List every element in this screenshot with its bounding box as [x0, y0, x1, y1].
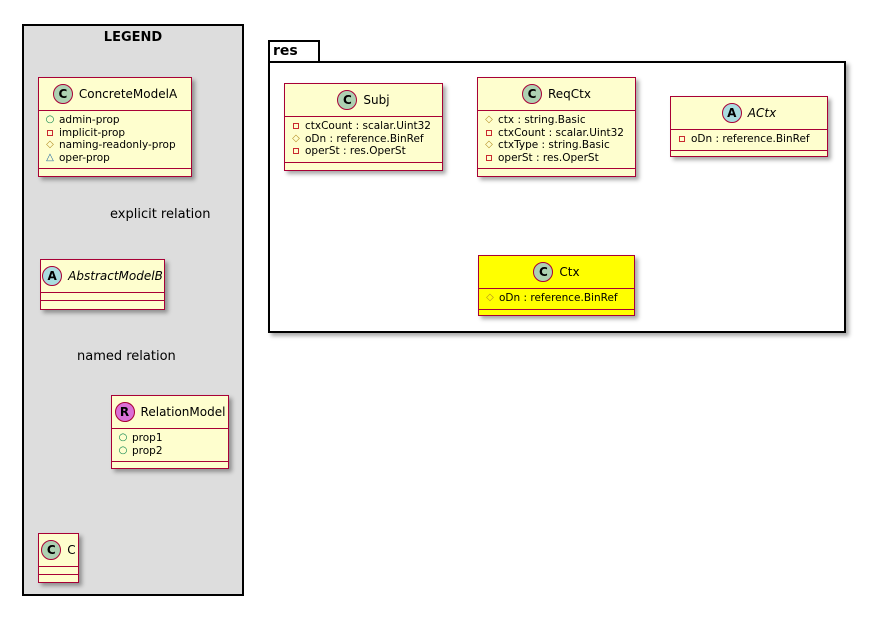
- class-attribute: operSt : res.OperSt: [484, 152, 635, 165]
- class-attribute: ○prop1: [118, 432, 163, 444]
- class-relation-model: R RelationModel ○prop1○prop2: [111, 395, 229, 469]
- protected-visibility-icon: ◇: [485, 114, 493, 126]
- class-attribute: ◇oDn : reference.BinRef: [292, 132, 424, 145]
- class-name: AbstractModelB: [68, 269, 163, 283]
- private-visibility-icon: [486, 154, 492, 161]
- class-subj: C Subj ctxCount : scalar.Uint32◇oDn : ref…: [284, 83, 443, 171]
- package-visibility-icon: △: [46, 151, 54, 163]
- private-visibility-icon: [486, 129, 492, 136]
- public-visibility-icon: ○: [118, 444, 128, 456]
- class-badge-icon: A: [42, 266, 63, 286]
- public-visibility-icon: ○: [118, 432, 128, 444]
- class-attribute: △oper-prop: [46, 151, 110, 164]
- attribute-list: oDn : reference.BinRef: [671, 130, 827, 150]
- class-attribute: ctxCount : scalar.Uint32: [484, 127, 635, 140]
- attribute-list: ○prop1○prop2: [112, 429, 228, 461]
- class-attribute: ◇oDn : reference.BinRef: [486, 292, 618, 304]
- class-name: RelationModel: [140, 405, 226, 419]
- class-name: ReqCtx: [548, 87, 591, 101]
- class-attribute: oDn : reference.BinRef: [677, 133, 827, 146]
- class-ctx: C Ctx ◇oDn : reference.BinRef: [478, 255, 635, 316]
- class-badge-icon: C: [41, 540, 62, 560]
- class-badge-icon: C: [337, 90, 358, 110]
- package-tab: res: [268, 40, 320, 62]
- class-badge-icon: C: [522, 84, 542, 104]
- class-attribute: ◇ctxType : string.Basic: [485, 139, 610, 151]
- class-attribute: ◇ctx : string.Basic: [485, 114, 586, 126]
- protected-visibility-icon: ◇: [46, 139, 54, 151]
- attribute-list: ◇oDn : reference.BinRef: [479, 289, 634, 309]
- edge-label-named: named relation: [77, 349, 176, 364]
- private-visibility-icon: [293, 123, 299, 130]
- class-name: ACtx: [747, 106, 777, 120]
- package-name: res: [273, 43, 298, 59]
- class-attribute: implicit-prop: [45, 127, 191, 140]
- edge-label-explicit: explicit relation: [110, 207, 211, 222]
- class-badge-icon: C: [533, 262, 554, 282]
- private-visibility-icon: [293, 148, 299, 155]
- private-visibility-icon: [679, 136, 685, 143]
- class-attribute: operSt : res.OperSt: [291, 145, 442, 158]
- class-attribute: ◇naming-readonly-prop: [46, 139, 176, 151]
- class-badge-icon: R: [114, 402, 135, 422]
- private-visibility-icon: [47, 129, 53, 136]
- class-actx: A ACtx oDn : reference.BinRef: [670, 96, 828, 157]
- class-attribute: ○admin-prop: [45, 114, 120, 126]
- class-name: ConcreteModelA: [78, 87, 178, 101]
- class-badge-icon: C: [52, 84, 73, 104]
- class-attribute: ctxCount : scalar.Uint32: [291, 120, 442, 133]
- attribute-list: ctxCount : scalar.Uint32◇oDn : reference…: [285, 117, 442, 162]
- class-name: Subj: [363, 93, 390, 107]
- class-abstract-model-b: A AbstractModelB: [40, 259, 165, 310]
- public-visibility-icon: ○: [45, 114, 55, 126]
- protected-visibility-icon: ◇: [485, 139, 493, 151]
- protected-visibility-icon: ◇: [292, 132, 300, 144]
- class-badge-icon: A: [721, 103, 742, 123]
- class-attribute: ○prop2: [118, 444, 163, 457]
- protected-visibility-icon: ◇: [486, 292, 494, 304]
- class-name: Ctx: [559, 265, 580, 279]
- class-name: C: [67, 543, 76, 557]
- legend-title: LEGEND: [103, 30, 163, 45]
